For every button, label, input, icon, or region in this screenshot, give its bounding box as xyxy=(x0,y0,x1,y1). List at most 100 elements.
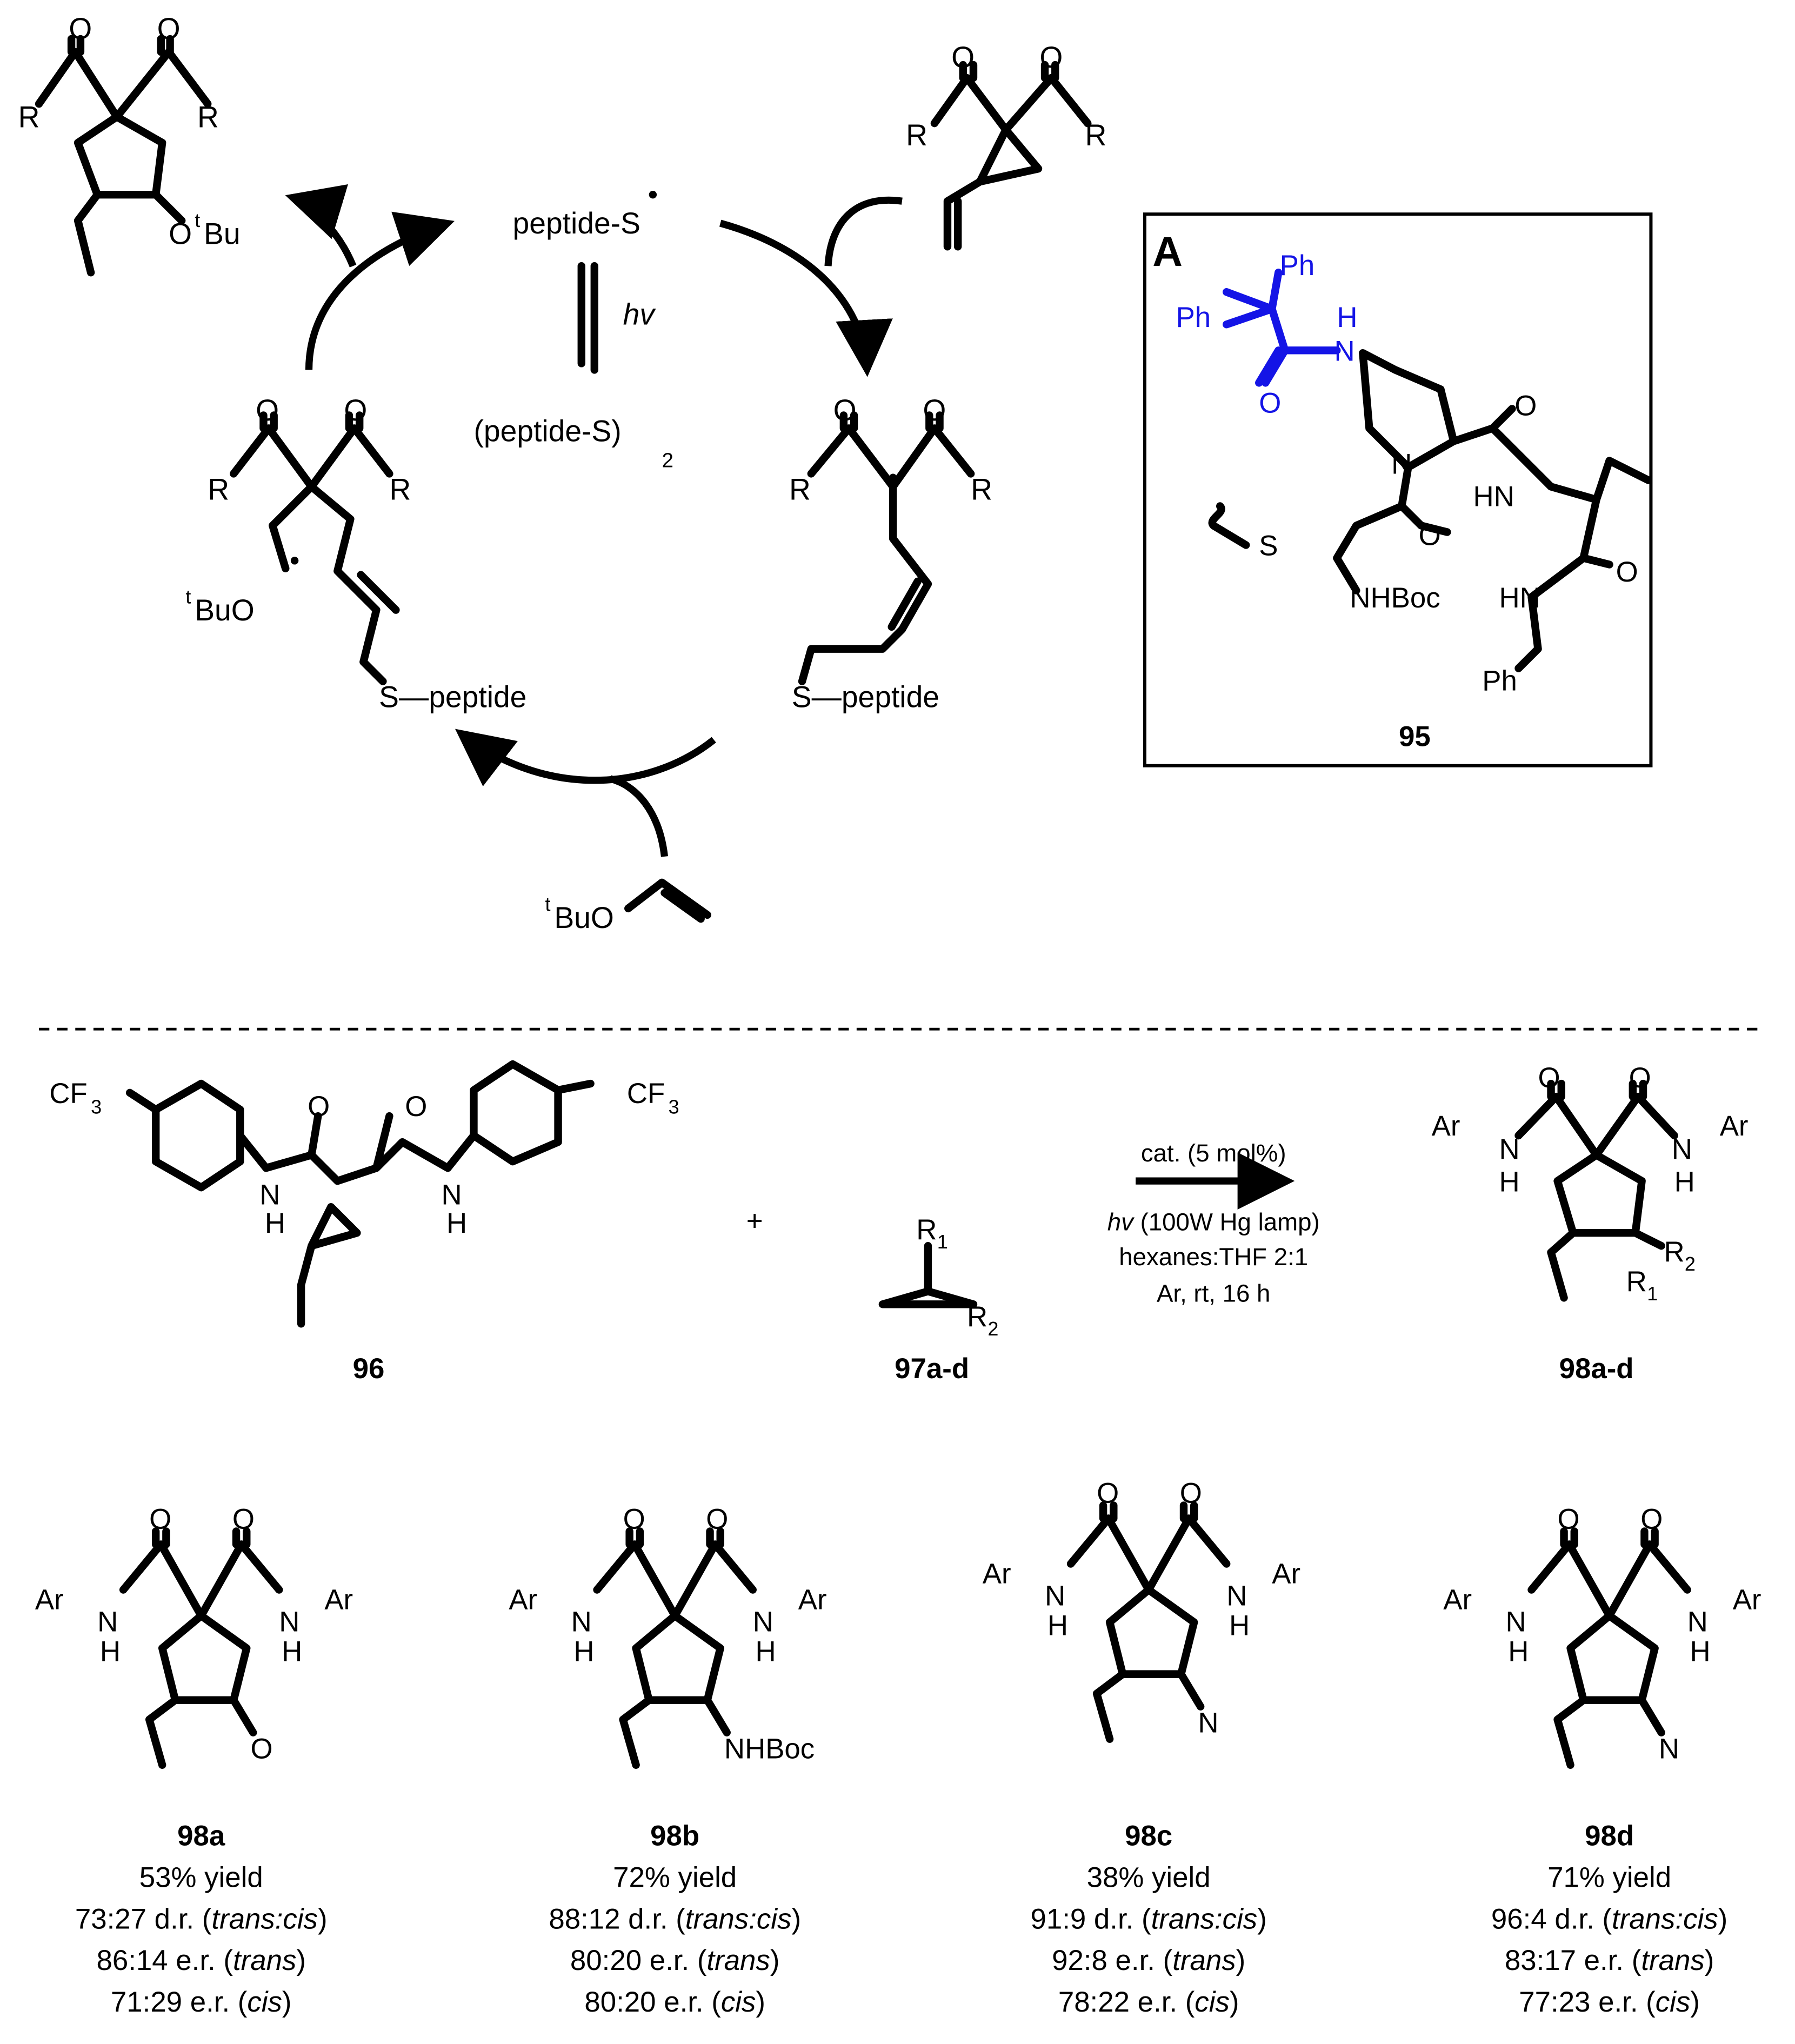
tbuo-superscript: t xyxy=(185,586,191,608)
r1-subscript: 1 xyxy=(937,1231,948,1253)
oxygen-atom: O xyxy=(256,393,279,427)
amide-hydrogen: H xyxy=(1337,302,1357,333)
nhboc-group: NHBoc xyxy=(1350,582,1440,614)
caption-text: 88:12 d.r. ( xyxy=(549,1903,685,1935)
caption-close: ) xyxy=(1718,1903,1728,1935)
amide-nitrogen: N xyxy=(1499,1133,1519,1165)
product-id: 98d xyxy=(1585,1820,1634,1852)
caption-text: 78:22 e.r. ( xyxy=(1058,1986,1195,2018)
amide-nitrogen: N xyxy=(97,1606,118,1638)
oxygen-atom: O xyxy=(1538,1062,1560,1094)
amide-hydrogen: H xyxy=(265,1207,285,1239)
product-skeleton xyxy=(1527,1527,1691,1769)
carbon-radical-intermediate xyxy=(798,411,975,685)
product-yield: 38% yield xyxy=(1087,1861,1211,1893)
oxygen-atom: O xyxy=(623,1504,645,1535)
amide-nitrogen: N xyxy=(441,1179,462,1211)
product-release-arrow xyxy=(285,184,357,268)
caption-close: ) xyxy=(1690,1986,1700,2018)
r-group: R xyxy=(789,472,811,506)
oxygen-atom: O xyxy=(1558,1504,1580,1535)
product-er-cis: 80:20 e.r. (cis) xyxy=(584,1986,765,2018)
catalyst-frame xyxy=(1143,212,1653,767)
product-skeleton xyxy=(593,1527,757,1769)
cycle-arrow-bottom xyxy=(455,729,716,786)
caption-italic: cis xyxy=(1656,1986,1691,2018)
r-group: R xyxy=(197,100,219,133)
thioether-label: S—peptide xyxy=(379,680,526,714)
oxygen-atom: O xyxy=(951,41,975,74)
r-group: R xyxy=(1085,118,1106,152)
box-tag: A xyxy=(1152,229,1182,275)
compound-label-97: 97a-d xyxy=(895,1353,969,1385)
amide-nitrogen: N xyxy=(571,1606,592,1638)
r-group: R xyxy=(18,100,40,133)
oxygen-atom: O xyxy=(308,1091,330,1123)
oxygen-atom: O xyxy=(1097,1478,1119,1509)
substrate-entry-arrow xyxy=(824,196,903,266)
catalyst-box: A Ph Ph N H O N O HN O O S NHBoc HN Ph 9… xyxy=(1143,212,1653,767)
product-er-trans: 92:8 e.r. (trans) xyxy=(1052,1945,1245,1976)
cycle-arrow-right xyxy=(719,219,893,377)
vinylcyclopropane-substrate xyxy=(930,61,1092,251)
product-dr: 91:9 d.r. (trans:cis) xyxy=(1030,1903,1266,1935)
cf3-subscript: 3 xyxy=(91,1096,102,1118)
condition-catalyst: cat. (5 mol%) xyxy=(1141,1139,1286,1167)
amide-nitrogen: N xyxy=(1226,1580,1247,1612)
amide-hydrogen: H xyxy=(1508,1636,1529,1668)
amide-nitrogen: N xyxy=(1672,1133,1692,1165)
product-skeleton xyxy=(1066,1501,1231,1743)
light-italic: hv xyxy=(1107,1208,1135,1235)
amide-hydrogen: H xyxy=(446,1207,467,1239)
product-yield: 71% yield xyxy=(1547,1861,1671,1893)
compound-label-96: 96 xyxy=(353,1353,385,1385)
amide-nitrogen: N xyxy=(1505,1606,1526,1638)
r2-subscript: 2 xyxy=(1685,1253,1696,1275)
caption-italic: trans:cis xyxy=(211,1903,318,1935)
amide-nitrogen: N xyxy=(1334,336,1355,368)
oxygen-atom: O xyxy=(923,393,946,427)
caption-italic: cis xyxy=(1195,1986,1230,2018)
oxygen-atom: O xyxy=(1419,520,1441,552)
caption-text: 80:20 e.r. ( xyxy=(570,1945,707,1976)
aryl-label: Ar xyxy=(1720,1110,1749,1142)
oxygen-atom: O xyxy=(344,393,367,427)
amide-nitrogen: N xyxy=(753,1606,773,1638)
product-er-cis: 78:22 e.r. (cis) xyxy=(1058,1986,1239,2018)
caption-close: ) xyxy=(1705,1945,1714,1976)
catalytic-cycle: O O R R O t Bu peptide-S hv (peptide-S) … xyxy=(18,12,1107,934)
amide-hydrogen: H xyxy=(1047,1610,1068,1642)
product-dr: 73:27 d.r. (trans:cis) xyxy=(75,1903,328,1935)
amide-hydrogen: H xyxy=(1229,1610,1250,1642)
amide-hydrogen: H xyxy=(100,1636,121,1668)
r1-subscript: 1 xyxy=(1647,1282,1658,1305)
caption-close: ) xyxy=(318,1903,328,1935)
amide-nitrogen: N xyxy=(279,1606,299,1638)
phenyl-label: Ph xyxy=(1482,665,1517,697)
tbuo-superscript: t xyxy=(545,893,551,916)
product-yield: 53% yield xyxy=(139,1861,263,1893)
r1-substituent: R xyxy=(1626,1266,1647,1298)
caption-text: 92:8 e.r. ( xyxy=(1052,1945,1173,1976)
caption-text: 86:14 e.r. ( xyxy=(96,1945,233,1976)
oxygen-atom: O xyxy=(149,1504,171,1535)
oxygen-atom: O xyxy=(1180,1478,1202,1509)
substituent-label: O xyxy=(250,1733,272,1765)
oxygen-atom: O xyxy=(706,1504,728,1535)
caption-italic: trans xyxy=(706,1945,770,1976)
oxygen-atom: O xyxy=(232,1504,255,1535)
r-group: R xyxy=(906,118,927,152)
caption-close: ) xyxy=(756,1986,765,2018)
sulfur-atom: S xyxy=(1259,530,1278,562)
phenyl-label: Ph xyxy=(1280,250,1315,282)
light-label: hv xyxy=(623,297,657,331)
cycle-arrow-left xyxy=(305,211,455,370)
r-group: R xyxy=(208,472,229,506)
product-yield: 72% yield xyxy=(613,1861,737,1893)
caption-close: ) xyxy=(296,1945,306,1976)
amide-hydrogen: H xyxy=(573,1636,594,1668)
substituent-label: N xyxy=(1198,1707,1218,1739)
compound-label-98: 98a-d xyxy=(1559,1353,1634,1385)
